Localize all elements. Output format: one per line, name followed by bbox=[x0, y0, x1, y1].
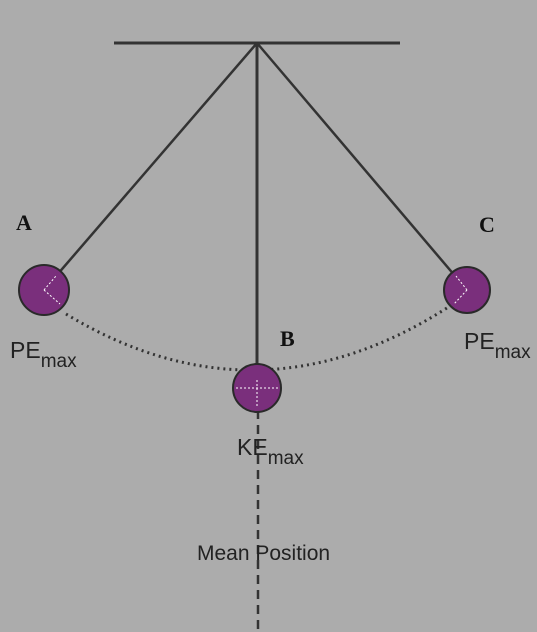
bob-a bbox=[18, 264, 70, 316]
pe-right-main: PE bbox=[464, 328, 495, 354]
label-mean-position: Mean Position bbox=[197, 542, 330, 565]
label-point-c: C bbox=[479, 212, 495, 237]
label-ke-max: KEmax bbox=[237, 434, 304, 469]
swing-arc bbox=[65, 304, 451, 372]
label-point-b: B bbox=[280, 326, 295, 351]
label-pe-max-right: PEmax bbox=[464, 328, 531, 363]
pe-left-sub: max bbox=[41, 351, 77, 372]
bob-b bbox=[232, 363, 282, 413]
label-pe-max-left: PEmax bbox=[10, 337, 77, 372]
ke-sub: max bbox=[268, 448, 304, 469]
pe-right-sub: max bbox=[495, 342, 531, 363]
pe-left-main: PE bbox=[10, 337, 41, 363]
string-left bbox=[43, 42, 258, 291]
ke-main: KE bbox=[237, 434, 268, 460]
bob-c bbox=[443, 266, 491, 314]
string-right bbox=[256, 42, 468, 291]
label-point-a: A bbox=[16, 210, 32, 235]
